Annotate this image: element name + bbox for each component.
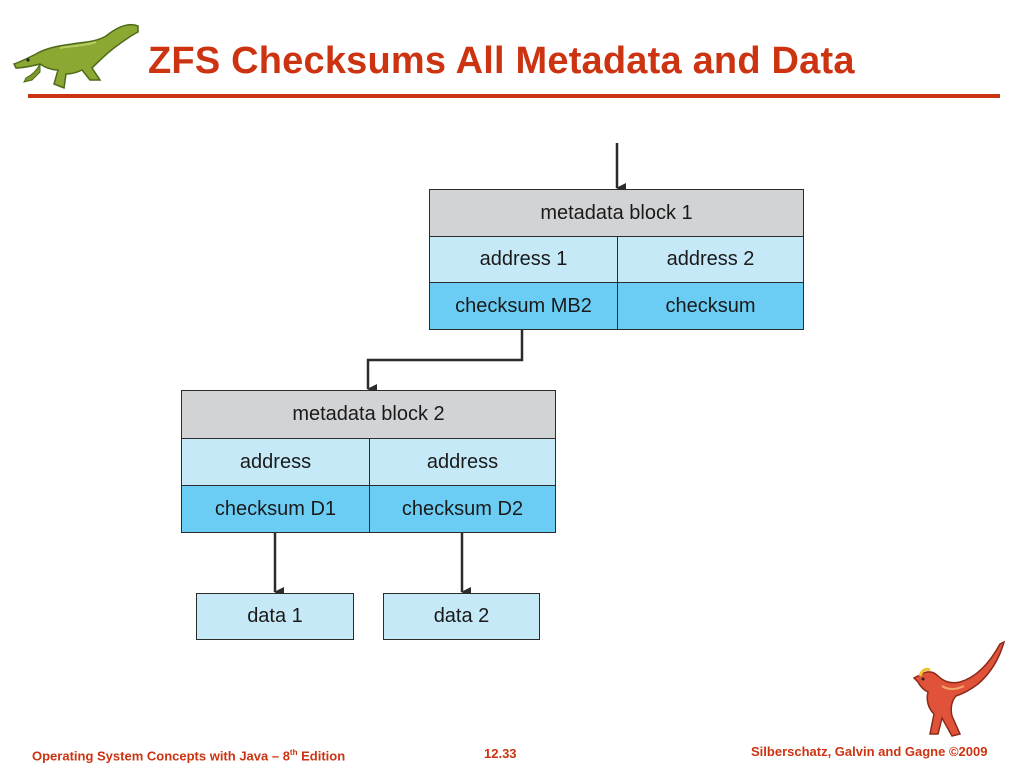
footer-copyright: Silberschatz, Galvin and Gagne ©2009 [751, 744, 988, 759]
mb2-checksum-right: checksum D2 [369, 485, 556, 533]
mb1-address-right: address 2 [617, 236, 804, 283]
mb1-address-left: address 1 [429, 236, 618, 283]
red-dinosaur-icon [912, 640, 1006, 737]
footer-page-number: 12.33 [484, 746, 517, 761]
mb2-header: metadata block 2 [181, 390, 556, 439]
slide-title: ZFS Checksums All Metadata and Data [148, 40, 855, 82]
green-dinosaur-icon [12, 24, 139, 90]
mb1-checksum-left: checksum MB2 [429, 282, 618, 330]
data-block-1: data 1 [196, 593, 354, 640]
title-underline [28, 94, 1000, 98]
mb2-address-right: address [369, 438, 556, 486]
mb2-address-left: address [181, 438, 370, 486]
footer-course-title: Operating System Concepts with Java – 8t… [32, 748, 346, 764]
mb1-header: metadata block 1 [429, 189, 804, 237]
mb1-checksum-right: checksum [617, 282, 804, 330]
data-block-2: data 2 [383, 593, 540, 640]
mb1-to-mb2-arrow [366, 330, 524, 394]
mb2-checksum-left: checksum D1 [181, 485, 370, 533]
